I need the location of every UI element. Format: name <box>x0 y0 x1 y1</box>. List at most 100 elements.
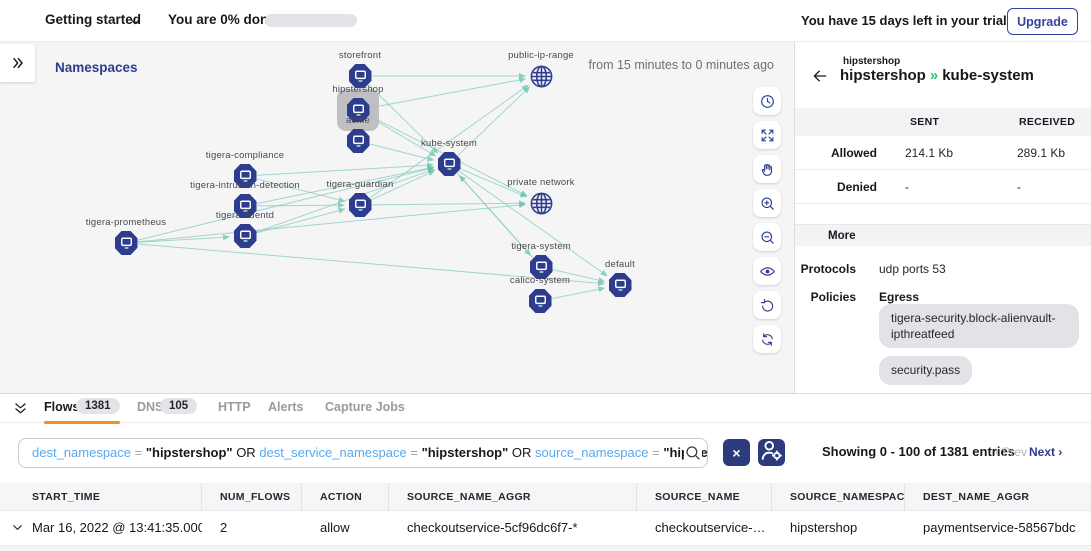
graph-edge <box>256 162 435 176</box>
undo-button[interactable] <box>753 291 781 319</box>
policies-label: Policies <box>810 290 856 304</box>
stats-row-denied: Denied-- <box>795 170 1091 204</box>
column-header-start_time: START_TIME <box>0 483 202 511</box>
graph-edge <box>459 168 528 198</box>
graph-edge <box>370 170 436 201</box>
namespace-node-tigera-prometheus[interactable] <box>114 231 138 255</box>
row-expand-chevron-icon[interactable] <box>10 520 25 535</box>
sidebar-expand-button[interactable] <box>0 44 35 82</box>
node-label-tigera-guardian: tigera-guardian <box>326 179 394 190</box>
upgrade-button[interactable]: Upgrade <box>1007 8 1078 35</box>
policy-pill[interactable]: tigera-security.block-alienvault-ipthrea… <box>879 304 1079 349</box>
graph-edge <box>369 143 435 162</box>
eye-button[interactable] <box>753 257 781 285</box>
stats-row-label: Denied <box>836 180 877 194</box>
collapse-panel-icon[interactable] <box>12 400 29 417</box>
tab-flows[interactable]: Flows <box>44 400 80 414</box>
egress-label: Egress <box>879 290 920 304</box>
node-label-tigera-prometheus: tigera-prometheus <box>85 217 167 228</box>
graph-edge <box>137 202 527 243</box>
namespace-node-tigera-system[interactable] <box>529 255 553 279</box>
namespace-node-tigera-intrusion-detection[interactable] <box>233 194 257 218</box>
table-cell-source_namespace: hipstershop <box>790 520 858 535</box>
back-arrow-icon[interactable] <box>811 67 829 85</box>
namespace-node-storefront[interactable] <box>348 64 372 88</box>
panel-title: hipstershop»kube-system <box>840 67 1034 84</box>
graph-edge <box>369 84 529 199</box>
policy-pill[interactable]: security.pass <box>879 356 973 385</box>
query-token-kw: OR <box>508 445 536 460</box>
user-gear-icon <box>758 437 785 469</box>
zoom-out-button[interactable] <box>753 223 781 251</box>
clear-query-button[interactable]: × <box>723 439 750 466</box>
tab-dns[interactable]: DNS <box>137 400 164 414</box>
namespace-node-tigera-guardian[interactable] <box>348 193 372 217</box>
graph-edge <box>458 175 534 259</box>
node-label-public-ip-range: public-ip-range <box>508 50 574 61</box>
progress-bar <box>265 14 357 27</box>
tab-alerts[interactable]: Alerts <box>268 400 304 414</box>
namespace-node-tigera-fluentd[interactable] <box>233 224 257 248</box>
refresh-button[interactable] <box>753 325 781 353</box>
namespace-node-calico-system[interactable] <box>528 289 552 313</box>
graph-edge <box>371 200 527 207</box>
hand-button[interactable] <box>753 155 781 183</box>
node-label-calico-system: calico-system <box>509 275 571 286</box>
policy-pill-list: tigera-security.block-alienvault-ipthrea… <box>879 304 1079 393</box>
protocols-value: udp ports 53 <box>879 262 946 276</box>
more-section-header: More <box>795 224 1091 246</box>
search-icon <box>684 444 702 462</box>
panel-title-target: kube-system <box>942 67 1034 84</box>
getting-started-menu[interactable]: Getting started <box>45 12 142 27</box>
network-node-public-ip-range[interactable] <box>528 63 555 90</box>
zoom-in-button[interactable] <box>753 189 781 217</box>
breadcrumb-separator: » <box>929 67 939 84</box>
eye-icon <box>759 263 776 280</box>
sent-column-header: SENT <box>910 116 940 128</box>
refresh-icon <box>759 331 776 348</box>
tab-capture-jobs[interactable]: Capture Jobs <box>325 400 405 414</box>
column-header-source_name: SOURCE_NAME <box>637 483 772 511</box>
namespace-node-kube-system[interactable] <box>437 152 461 176</box>
zoom-out-icon <box>759 229 776 246</box>
namespace-node-default[interactable] <box>608 273 632 297</box>
next-page-button[interactable]: Next › <box>1029 445 1063 459</box>
expand-button[interactable] <box>753 121 781 149</box>
panel-title-source: hipstershop <box>840 67 926 84</box>
flows-query-input[interactable]: dest_namespace = "hipstershop" OR dest_s… <box>18 438 708 468</box>
query-token-val: "hipstershop" <box>421 445 509 460</box>
table-cell-num_flows: 2 <box>220 520 228 535</box>
graph-edge <box>369 77 527 109</box>
query-token-kw: OR <box>232 445 260 460</box>
namespace-node-acme[interactable] <box>346 129 370 153</box>
user-settings-button[interactable] <box>758 439 785 466</box>
flow-detail-panel: hipstershop hipstershop»kube-system SENT… <box>795 42 1091 393</box>
chevron-down-icon[interactable] <box>128 15 142 29</box>
query-token-field: source_namespace <box>535 445 649 460</box>
expand-icon <box>759 127 776 144</box>
query-token-op: = <box>648 445 664 460</box>
column-header-num_flows: NUM_FLOWS <box>202 483 302 511</box>
query-token-val: "hipstershop" <box>145 445 233 460</box>
column-header-source_name_aggr: SOURCE_NAME_AGGR <box>389 483 637 511</box>
query-token-op: = <box>406 445 422 460</box>
graph-edge <box>137 166 435 241</box>
network-node-private-network[interactable] <box>528 190 555 217</box>
prev-page-button[interactable]: ‹ Prev <box>995 445 1028 459</box>
tab-http[interactable]: HTTP <box>218 400 251 414</box>
next-row-partial <box>0 546 1091 551</box>
graph-edge <box>137 234 231 243</box>
double-chevron-right-icon <box>12 57 23 69</box>
graph-edges <box>137 73 608 300</box>
clock-button[interactable] <box>753 87 781 115</box>
protocols-label: Protocols <box>800 262 856 276</box>
namespace-node-tigera-compliance[interactable] <box>233 164 257 188</box>
graph-edge <box>368 115 437 157</box>
namespace-node-hipstershop[interactable] <box>346 98 370 122</box>
node-label-acme: acme <box>345 115 371 126</box>
panel-eyebrow: hipstershop <box>843 56 901 67</box>
